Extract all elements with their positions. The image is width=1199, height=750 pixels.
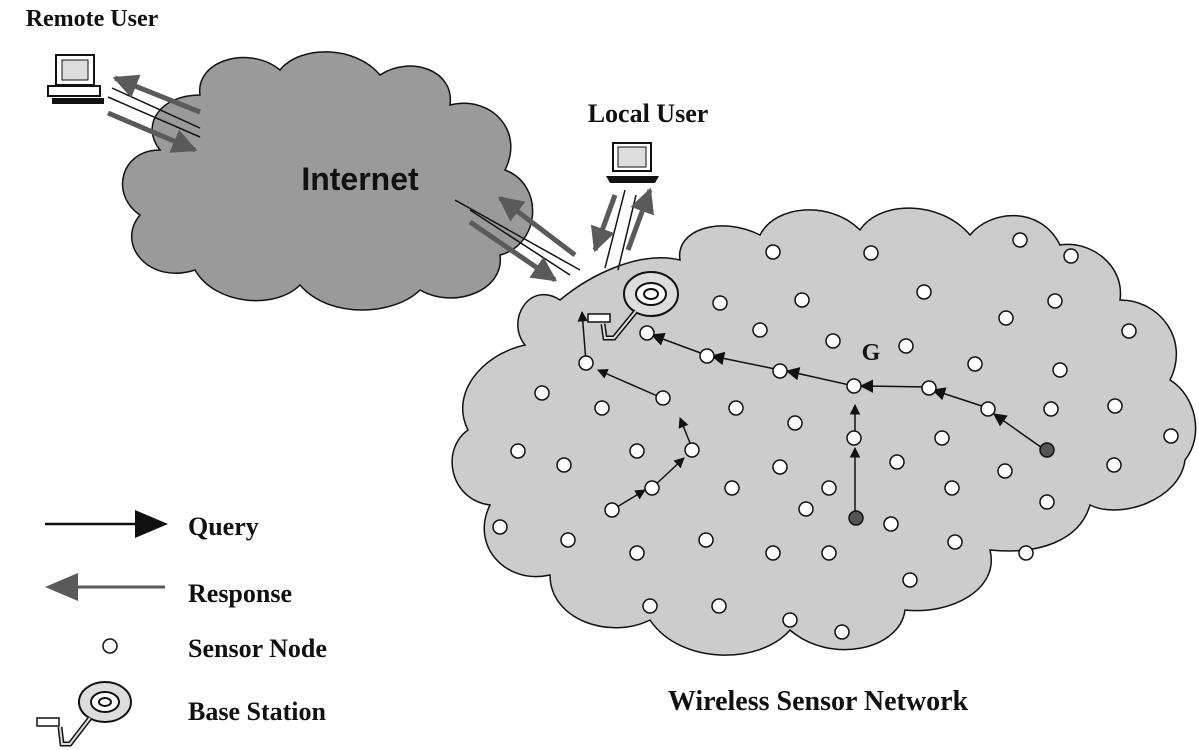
sensor-node-icon (1012, 232, 1028, 248)
sensor-node-icon (798, 501, 814, 517)
local-user-label: Local User (588, 99, 709, 128)
response-arrow (498, 196, 577, 257)
sensor-node-icon (916, 284, 932, 300)
sensor-node-icon (492, 519, 508, 535)
sensor-node-icon (787, 415, 803, 431)
sensor-node-icon (825, 333, 841, 349)
legend-response-label: Response (188, 579, 292, 608)
remote-user-label: Remote User (26, 6, 159, 32)
sensor-node-icon (1063, 248, 1079, 264)
sensor-node-icon (711, 598, 727, 614)
response-arrow (112, 74, 201, 115)
sensor-node-icon (772, 459, 788, 475)
legend-query-label: Query (188, 512, 259, 541)
network-label: Wireless Sensor Network (668, 686, 969, 717)
legend-sensor-node-label: Sensor Node (188, 634, 327, 663)
sensor-network-cloud (451, 207, 1197, 656)
sensor-node-icon (560, 532, 576, 548)
sensor-node-icon (684, 442, 700, 458)
remote-user-computer-icon (47, 54, 104, 104)
local-user-laptop-icon (606, 142, 659, 183)
sensor-node-icon (1047, 293, 1063, 309)
sensor-node-icon (889, 454, 905, 470)
sensor-node-icon (604, 502, 620, 518)
sensor-node-icon (821, 480, 837, 496)
base-station-icon (36, 681, 132, 747)
sensor-node-icon (752, 322, 768, 338)
sensor-node-icon (724, 480, 740, 496)
query-arrow (468, 219, 558, 283)
sensor-node-icon (980, 401, 996, 417)
sensor-node-icon (629, 443, 645, 459)
sensor-node-icon (846, 430, 862, 446)
sensor-node-icon (642, 598, 658, 614)
base-station-icon (587, 271, 679, 341)
network-routes (577, 310, 1046, 518)
sensor-node-icon (921, 380, 937, 396)
sensor-node-icon (765, 244, 781, 260)
sensor-node-icon (644, 480, 660, 496)
sensor-node-icon (102, 638, 118, 654)
legend-sensor-node: Sensor Node (102, 634, 327, 663)
sensor-node-icon (1018, 545, 1034, 561)
query-arrow (590, 194, 618, 253)
gateway-node-label: G (862, 340, 881, 366)
sensor-node-icon (639, 325, 655, 341)
local-link (590, 187, 654, 271)
sensor-node-icon (794, 292, 810, 308)
sensor-node-icon (510, 443, 526, 459)
sensor-node-icon (1121, 323, 1137, 339)
sensor-node-icon (728, 400, 744, 416)
legend-base-station-label: Base Station (188, 697, 327, 726)
legend-query: Query (45, 510, 259, 541)
sensor-node-icon (1163, 428, 1179, 444)
sensor-node-icon (1052, 362, 1068, 378)
sensor-node-icon (1107, 398, 1123, 414)
sensor-node-icon (997, 463, 1013, 479)
sensor-node-icon (534, 385, 550, 401)
sensor-node-icon (967, 356, 983, 372)
sensor-node-icon (934, 430, 950, 446)
sensor-node-icon (1043, 401, 1059, 417)
sensor-node-icon (699, 348, 715, 364)
remote-link (107, 74, 201, 153)
source-node-icon (848, 510, 864, 526)
sensor-node-icon (944, 480, 960, 496)
sensor-node-icon (782, 612, 798, 628)
sensor-node-icon (883, 516, 899, 532)
sensor-node-icon (1106, 457, 1122, 473)
sensor-node-icon (594, 400, 610, 416)
response-arrow (625, 187, 654, 251)
sensor-node-icon (578, 355, 594, 371)
sensor-node-icon (947, 534, 963, 550)
sensor-node-icon (834, 624, 850, 640)
sensor-nodes (492, 232, 1179, 640)
sensor-node-icon (998, 310, 1014, 326)
internet-label: Internet (301, 161, 419, 197)
legend-response: Response (45, 573, 292, 608)
sensor-node-icon (698, 532, 714, 548)
sensor-node-icon (898, 338, 914, 354)
sensor-node-icon (772, 363, 788, 379)
query-arrow (107, 110, 198, 153)
sensor-node-icon (846, 378, 862, 394)
sensor-node-icon (556, 457, 572, 473)
sensor-node-icon (902, 572, 918, 588)
sensor-node-icon (629, 545, 645, 561)
legend: Query Response Sensor Node Base Station (36, 510, 327, 747)
legend-base-station: Base Station (36, 681, 327, 747)
sensor-node-icon (655, 390, 671, 406)
sensor-node-icon (863, 245, 879, 261)
source-node-icon (1039, 442, 1055, 458)
internet-cloud (121, 51, 534, 311)
sensor-node-icon (712, 295, 728, 311)
sensor-node-icon (1039, 494, 1055, 510)
internet-network-link (454, 196, 581, 283)
sensor-node-icon (821, 545, 837, 561)
sensor-node-icon (765, 545, 781, 561)
